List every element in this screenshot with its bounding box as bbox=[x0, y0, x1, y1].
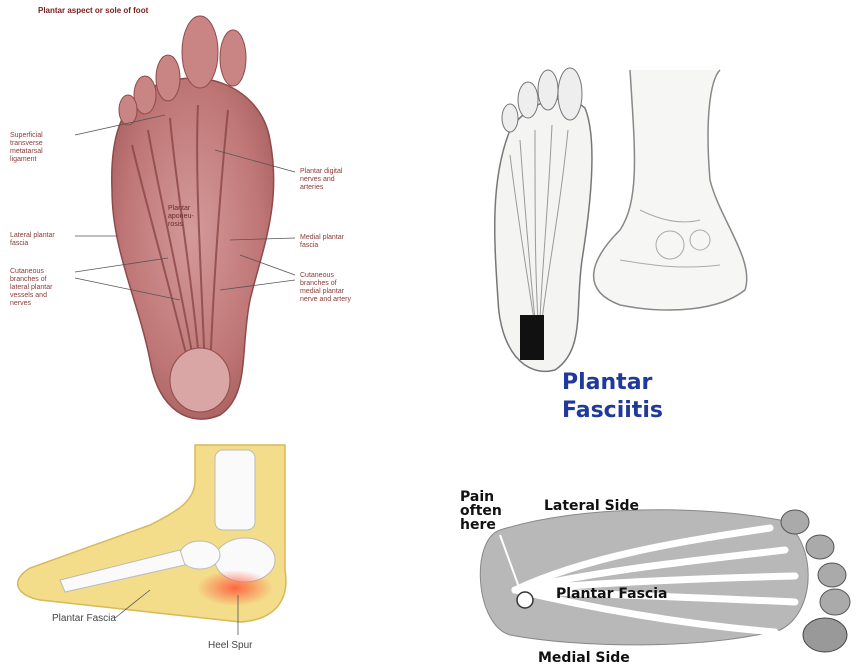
label-medial-side: Medial Side bbox=[538, 650, 630, 666]
label-cutaneous-medial: Cutaneous branches of medial plantar ner… bbox=[300, 272, 351, 304]
heel-spur-panel: Plantar Fascia Heel Spur bbox=[0, 440, 320, 672]
sketch-toe-4 bbox=[502, 104, 518, 132]
big-toe bbox=[182, 16, 218, 88]
diagram-big-toe bbox=[803, 618, 847, 652]
ankle-sketch bbox=[594, 70, 747, 310]
diagram-toe-4 bbox=[820, 589, 850, 615]
label-cutaneous-lateral: Cutaneous branches of lateral plantar ve… bbox=[10, 268, 52, 308]
label-superficial-ligament: Superficial transverse metatarsal ligame… bbox=[10, 132, 43, 164]
label-heel-spur: Heel Spur bbox=[208, 640, 252, 651]
heel-pad bbox=[170, 348, 230, 412]
second-toe bbox=[220, 30, 246, 86]
label-plantar-digital: Plantar digital nerves and arteries bbox=[300, 168, 342, 192]
plantar-fasciitis-title-1: Plantar bbox=[562, 370, 652, 396]
heel-marker bbox=[520, 315, 544, 360]
label-aponeurosis: Plantar aponeu- rosis bbox=[168, 205, 194, 229]
plantar-fasciitis-title-2: Fasciitis bbox=[562, 398, 663, 424]
sketch-panel: Plantar Fasciitis bbox=[470, 60, 866, 440]
gray-diagram-panel: Pain often here Lateral Side Plantar Fas… bbox=[440, 480, 866, 672]
diagram-toe-1 bbox=[781, 510, 809, 534]
diagram-toe-3 bbox=[818, 563, 846, 587]
label-pain-often-here: Pain often here bbox=[460, 490, 502, 532]
heel-spur-illustration bbox=[0, 440, 320, 672]
sketch-toe-3 bbox=[558, 68, 582, 120]
sketch-foot-illustration bbox=[470, 60, 866, 440]
label-medial-fascia: Medial plantar fascia bbox=[300, 234, 344, 250]
label-lateral-fascia: Lateral plantar fascia bbox=[10, 232, 55, 248]
third-toe bbox=[156, 55, 180, 101]
spur-glow bbox=[197, 570, 273, 606]
label-plantar-fascia-spur: Plantar Fascia bbox=[52, 613, 116, 624]
pain-marker bbox=[517, 592, 533, 608]
anatomy-foot-illustration bbox=[0, 0, 420, 430]
sketch-toe-1 bbox=[518, 82, 538, 118]
label-plantar-fascia-diagram: Plantar Fascia bbox=[556, 586, 667, 602]
gray-foot-diagram bbox=[440, 480, 866, 672]
anatomy-panel: Plantar aspect or sole of foot bbox=[0, 0, 420, 430]
diagram-toe-2 bbox=[806, 535, 834, 559]
label-lateral-side: Lateral Side bbox=[544, 498, 639, 514]
little-toe bbox=[119, 95, 137, 125]
sketch-toe-2 bbox=[538, 70, 558, 110]
